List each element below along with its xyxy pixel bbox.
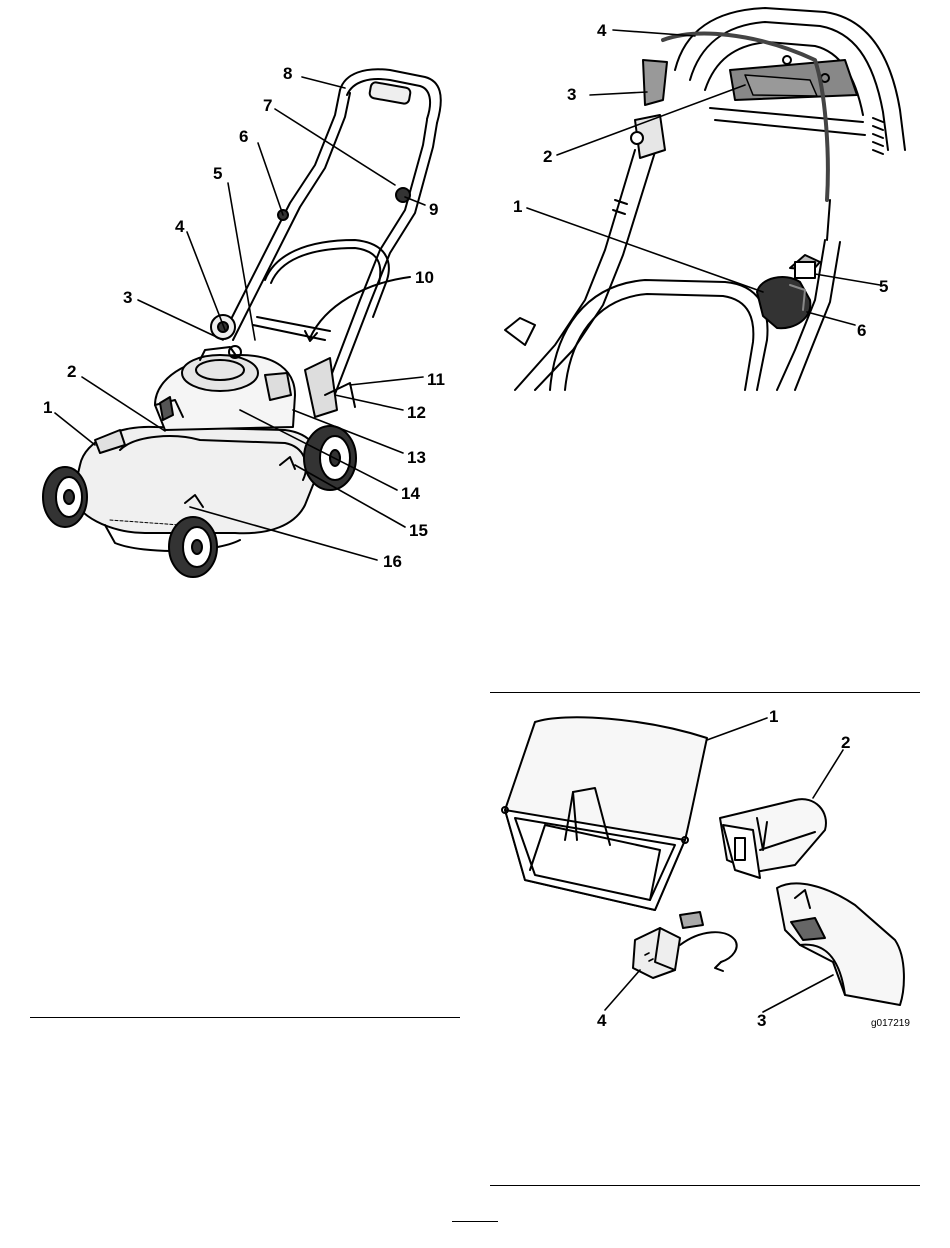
mower-callout-11: 11 [427, 370, 445, 389]
accessories-figure: 1 2 3 4 g017219 [495, 700, 925, 1035]
mower-callout-13: 13 [407, 448, 426, 467]
front-left-wheel [43, 467, 87, 527]
ignition-key [757, 277, 810, 328]
mower-callout-10: 10 [415, 268, 434, 287]
handle-knob [505, 318, 535, 345]
mower-figure: 1 2 3 4 5 6 7 8 9 10 11 12 13 14 15 16 [25, 55, 465, 585]
accessories-callout-4: 4 [597, 1011, 607, 1030]
left-handle-tube [515, 150, 655, 390]
handle-callout-1: 1 [513, 197, 522, 216]
side-discharge-chute [777, 883, 904, 1005]
battery-charger [633, 912, 737, 978]
figure-divider-bottom [490, 1185, 920, 1186]
mower-callout-8: 8 [283, 64, 292, 83]
accessories-callout-3: 3 [757, 1011, 766, 1030]
accessories-callout-2: 2 [841, 733, 850, 752]
mower-callout-2: 2 [67, 362, 76, 381]
handle-figure: 1 2 3 4 5 6 [495, 0, 925, 395]
mower-callout-3: 3 [123, 288, 132, 307]
figure-code: g017219 [871, 1018, 910, 1029]
control-cable [827, 200, 830, 240]
handle-callout-3: 3 [567, 85, 576, 104]
handle-callout-5: 5 [879, 277, 888, 296]
mower-callout-14: 14 [401, 484, 420, 503]
mower-callout-4: 4 [175, 217, 185, 236]
mower-callout-9: 9 [429, 200, 438, 219]
mower-callout-16: 16 [383, 552, 402, 571]
mower-callout-5: 5 [213, 164, 222, 183]
mower-callout-15: 15 [409, 521, 428, 540]
figure-divider-left [30, 1017, 460, 1018]
handle-lever [631, 60, 667, 158]
figure-divider-top [490, 692, 920, 693]
handle-knob [211, 188, 410, 339]
handle-callout-6: 6 [857, 321, 866, 340]
handle-callout-4: 4 [597, 21, 607, 40]
engine [155, 347, 295, 430]
mower-callout-7: 7 [263, 96, 272, 115]
mulch-plug [720, 799, 826, 878]
grass-bag [502, 717, 707, 910]
mower-callout-1: 1 [43, 398, 52, 417]
mower-callout-6: 6 [239, 127, 248, 146]
accessories-callout-1: 1 [769, 707, 778, 726]
page-number-rule [452, 1221, 498, 1222]
handle-callout-2: 2 [543, 147, 552, 166]
mower-callout-12: 12 [407, 403, 426, 422]
rear-right-wheel [304, 426, 356, 490]
front-right-wheel [169, 517, 217, 577]
rear-door [305, 358, 355, 417]
